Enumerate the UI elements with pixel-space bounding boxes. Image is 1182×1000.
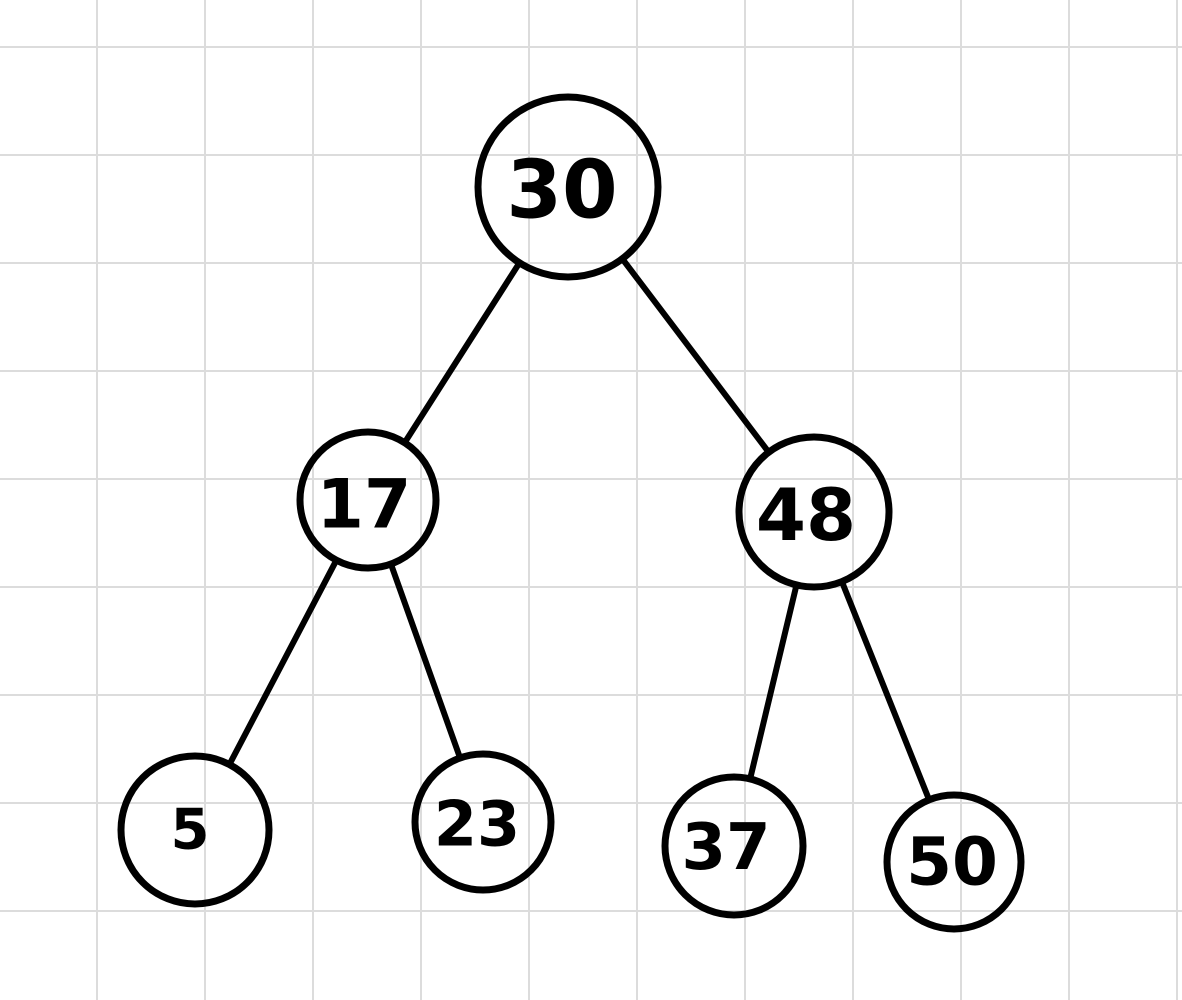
node-circle bbox=[883, 791, 1025, 933]
tree-node-n5: 5 bbox=[117, 752, 273, 908]
node-circle bbox=[735, 433, 893, 591]
edge-n17-n23 bbox=[387, 561, 464, 761]
node-circle bbox=[296, 428, 440, 572]
edge-n30-n17 bbox=[401, 259, 523, 446]
node-label: 50 bbox=[906, 824, 998, 901]
edge-n48-n37 bbox=[747, 581, 800, 782]
edge-n30-n48 bbox=[619, 255, 772, 456]
node-circle bbox=[411, 750, 555, 894]
tree-nodes: 30 17 48 5 23 37 bbox=[117, 93, 1025, 933]
node-circle bbox=[117, 752, 273, 908]
tree-node-n48: 48 bbox=[735, 433, 893, 591]
node-label: 5 bbox=[171, 798, 210, 863]
tree-node-n37: 37 bbox=[661, 773, 807, 919]
tree-edges bbox=[226, 255, 933, 803]
node-circle bbox=[661, 773, 807, 919]
tree-node-n50: 50 bbox=[883, 791, 1025, 933]
tree-node-n17: 17 bbox=[296, 428, 440, 572]
tree-node-n30: 30 bbox=[474, 93, 662, 281]
node-label: 17 bbox=[317, 466, 412, 545]
node-label: 37 bbox=[681, 811, 770, 885]
node-label: 23 bbox=[434, 788, 520, 861]
edge-n17-n5 bbox=[226, 557, 340, 768]
node-circle bbox=[474, 93, 662, 281]
edge-n48-n50 bbox=[838, 578, 933, 803]
tree-node-n23: 23 bbox=[411, 750, 555, 894]
node-label: 48 bbox=[756, 473, 856, 557]
node-label: 30 bbox=[506, 144, 617, 237]
